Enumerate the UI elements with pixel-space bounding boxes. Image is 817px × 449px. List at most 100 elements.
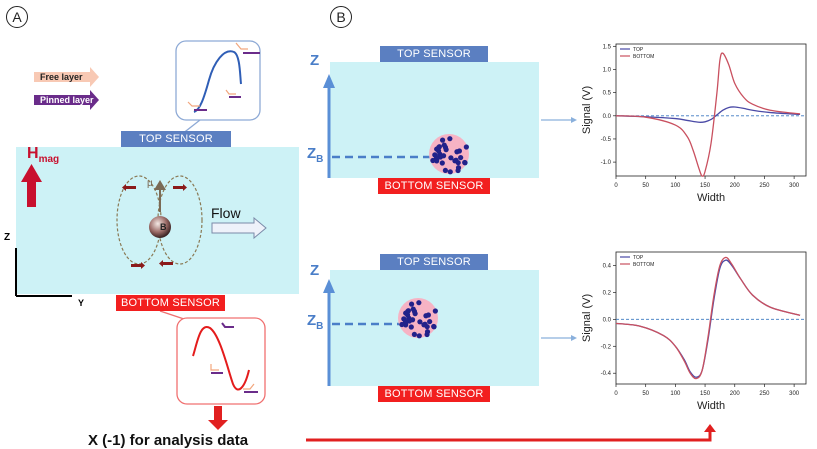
panel-b-bottom-sensor-2: BOTTOM SENSOR	[378, 386, 490, 402]
panel-a-bottom-sensor: BOTTOM SENSOR	[116, 295, 225, 311]
bead-dot	[430, 157, 436, 164]
panel-b-bottom-sensor-1: BOTTOM SENSOR	[378, 178, 490, 194]
bead-dot	[408, 324, 414, 330]
y-tick-label: 0.0	[603, 114, 612, 120]
bead-dot	[456, 148, 463, 154]
x-tick-label: 200	[730, 183, 741, 189]
flow-label: Flow	[211, 205, 241, 221]
footer-text: X (-1) for analysis data	[88, 432, 249, 449]
bead-dot	[405, 308, 411, 314]
bead-dot	[427, 318, 433, 325]
x-tick-label: 50	[642, 391, 649, 397]
bead-dot	[409, 317, 416, 323]
bead-dot	[463, 144, 469, 150]
x-tick-label: 100	[670, 391, 681, 397]
bead-dot	[439, 137, 446, 143]
series-line-bottom	[615, 256, 801, 380]
y-tick-label: 1.5	[603, 44, 612, 50]
x-tick-label: 300	[789, 391, 800, 397]
bead-b-label: B	[160, 222, 167, 232]
y-tick-label: 0.5	[603, 91, 612, 97]
bead-dot	[441, 142, 447, 148]
bead-dot	[408, 301, 415, 307]
y-tick-label: 1.0	[603, 67, 612, 73]
x-tick-label: 0	[614, 183, 618, 189]
flow-arrow	[211, 216, 267, 240]
bead-dot	[434, 155, 440, 161]
bead-dot	[436, 144, 442, 150]
pinned-layer-label: Pinned layer	[40, 95, 94, 105]
axis-y-label: Y	[78, 298, 85, 308]
bead-dot	[404, 312, 411, 318]
x-tick-label: 150	[700, 183, 711, 189]
bead-dot	[440, 153, 447, 159]
legend-label: BOTTOM	[633, 262, 654, 268]
x-tick-label: 200	[730, 391, 741, 397]
free-layer-label: Free layer	[40, 72, 83, 82]
panel-a-top-sensor: TOP SENSOR	[121, 131, 231, 147]
bead-dot	[410, 306, 416, 312]
bead-dot	[439, 160, 445, 166]
x-axis-label: Width	[697, 400, 725, 412]
x-tick-label: 250	[759, 183, 770, 189]
zb-label-2: ZB	[307, 312, 324, 332]
bead-dot	[417, 319, 423, 325]
bottom-zoom-box	[176, 317, 266, 405]
footer-connector	[306, 430, 712, 442]
bead-dot	[462, 160, 468, 166]
bead-dot	[416, 300, 422, 306]
bead-dot	[421, 322, 427, 328]
bottom-zoom-curve	[192, 325, 250, 391]
y-tick-label: -0.2	[601, 344, 612, 350]
x-tick-label: 50	[642, 183, 649, 189]
series-line-top	[615, 106, 801, 124]
y-tick-label: 0.0	[603, 317, 612, 323]
bead-dot	[448, 155, 454, 161]
x-axis-label: Width	[697, 192, 725, 204]
bead-dot	[442, 167, 448, 174]
y-tick-label: -0.5	[601, 137, 612, 143]
bead-dot	[403, 319, 409, 325]
bead-dot	[452, 158, 458, 164]
bead-dot	[458, 154, 464, 161]
hmag-arrow	[21, 164, 42, 207]
bead-dot	[455, 165, 462, 171]
bead-dot	[411, 331, 417, 338]
bead-dot	[399, 321, 405, 328]
bead-dot	[435, 148, 442, 154]
top-zoom-curve	[193, 50, 242, 113]
x-tick-label: 250	[759, 391, 770, 397]
legend-label: BOTTOM	[633, 54, 654, 60]
y-tick-label: 0.2	[603, 290, 612, 296]
panel-a-label: A	[6, 6, 28, 28]
bead-dot	[425, 312, 432, 318]
legend-label: TOP	[633, 47, 644, 53]
free-layer-arrow	[34, 67, 99, 87]
y-tick-label: -0.4	[601, 371, 612, 377]
x-tick-label: 0	[614, 391, 618, 397]
z-label-2: Z	[310, 262, 320, 279]
x-tick-label: 150	[700, 391, 711, 397]
bead-dot	[431, 324, 437, 330]
bead-dot	[447, 169, 453, 175]
bead-dot	[424, 329, 431, 335]
z-label-1: Z	[310, 52, 320, 69]
plot-area	[615, 43, 807, 177]
bead-dot	[447, 136, 453, 142]
legend-label: TOP	[633, 255, 644, 261]
panel-b-label: B	[330, 6, 352, 28]
axis-z-label: Z	[4, 232, 11, 243]
bead-dot	[432, 308, 438, 314]
x-tick-label: 300	[789, 183, 800, 189]
bead-dot	[416, 333, 422, 339]
mu-label: μ	[147, 178, 153, 189]
panel-b-top-sensor-1: TOP SENSOR	[380, 46, 488, 62]
y-axis-label: Signal (V)	[581, 86, 593, 134]
magnetic-bead	[149, 216, 171, 238]
y-tick-label: -1.0	[601, 160, 612, 166]
zb-label-1: ZB	[307, 145, 324, 165]
